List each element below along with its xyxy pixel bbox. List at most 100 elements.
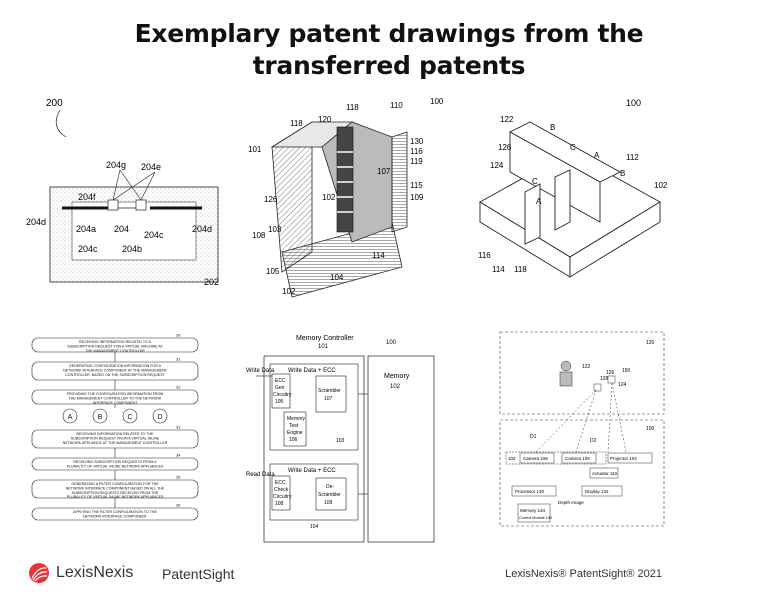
flow-connector-circle — [62, 408, 78, 424]
fig2-label: 120 — [318, 115, 332, 124]
fig1-label: 204c — [78, 244, 98, 254]
fig2-label: 126 — [264, 195, 278, 204]
fig5-write-data: Write Data — [246, 368, 275, 374]
fig3-label: 114 — [492, 265, 505, 274]
fig2-label: 110 — [390, 101, 403, 110]
page-title-line-2: transferred patents — [252, 51, 526, 80]
fig3-label: C — [532, 177, 538, 186]
fig3-label: 126 — [498, 143, 512, 152]
flow-step-text: NETWORK APPLIANCE AT THE MANAGEMENT CONT… — [63, 441, 168, 445]
flow-step-text: GENERATING CONFIGURATION INFORMATION FOR… — [69, 364, 162, 368]
flow-step-text: SUBSCRIPTION REQUEST FROM A VIRTUAL INLI… — [71, 436, 160, 440]
fig2-label: 130 — [410, 137, 424, 146]
page-title: Exemplary patent drawings from the trans… — [0, 18, 778, 82]
fig6-ref150: 150 — [622, 368, 631, 374]
flow-step-text: THE MANAGEMENT CONTROLLER TO THE NETWORK — [69, 396, 162, 400]
fig1-label: 204d — [192, 224, 212, 234]
fig1-label: 204d — [26, 217, 46, 227]
flow-step-number: 33 — [176, 425, 181, 430]
fig6-ref102: 102 — [508, 456, 516, 461]
fig5-read-ecc: Write Data + ECC — [288, 468, 336, 474]
fig3-label: 124 — [490, 161, 504, 170]
fig6-ref100: 100 — [646, 426, 655, 432]
fig3-label: A — [536, 197, 542, 206]
fig5-ecc-check: 108 — [275, 501, 284, 507]
fig5-descrambler: De- — [326, 484, 334, 490]
flow-step-text: NETWORK INTERFACE COMPONENT BASED ON ALL… — [66, 486, 165, 490]
fig6-memory: Memory 134 — [520, 508, 546, 513]
flow-step-text: CONTROLLER, BASED ON THE SUBSCRIPTION RE… — [65, 373, 165, 377]
fig2-label: 118 — [346, 103, 359, 112]
fig5-ecc-gen: ECC — [275, 378, 286, 384]
fig1-label: 204g — [106, 160, 126, 170]
fig2-label: 102 — [282, 287, 296, 296]
fig5-ecc-gen: 105 — [275, 399, 284, 405]
patent-figure-5-memory-controller: Memory Controller 101 100 Memory 102 Wri… — [246, 335, 435, 543]
fig3-label: 118 — [514, 265, 527, 274]
fig6-depth: Depth Image — [558, 500, 584, 505]
fig5-mem-test: Test — [289, 423, 299, 429]
fig3-label: B — [620, 169, 625, 178]
fig2-ref: 100 — [430, 97, 444, 106]
patent-figure-1: 200 204g 204e 204f 204d 204a 204 204c 20… — [26, 98, 219, 287]
fig5-memory: Memory — [384, 373, 410, 380]
flow-step-text: INTERFACE COMPONENT — [93, 401, 138, 405]
flow-step-text: SUBSCRIPTION REQUEST FOR A VIRTUAL MACHI… — [67, 344, 163, 348]
flow-step-text: RECEIVING SUBSCRIPTION REQUESTS FROM A — [73, 460, 157, 464]
fig5-write-ecc: Write Data + ECC — [288, 368, 336, 374]
lexisnexis-logo-text: LexisNexis — [56, 564, 134, 581]
flow-step-text: SUBSCRIPTION REQUESTS RECEIVED FROM THE — [72, 491, 159, 495]
fig2-label: 105 — [266, 267, 280, 276]
patent-figure-2: 100 118 110 118 120 130 101 116 119 107 … — [248, 97, 444, 298]
flow-connector-circle — [122, 408, 138, 424]
fig2-label: 108 — [252, 231, 266, 240]
flow-step-text: PLURALITY OF VIRTUAL INLINE NETWORK APPL… — [67, 464, 164, 468]
fig1-label: 204e — [141, 162, 161, 172]
flow-connector-label: B — [98, 414, 103, 421]
flow-step-box — [31, 507, 199, 521]
fig5-mem-test: 106 — [289, 437, 298, 443]
fig6-ref128: 128 — [600, 376, 609, 382]
fig1-label: 204a — [76, 224, 96, 234]
fig1-ref: 200 — [46, 98, 63, 109]
fig6-ref126: 126 — [606, 370, 615, 376]
fig3-label: 116 — [478, 251, 491, 260]
fig5-read-data: Read Data — [246, 472, 275, 478]
flow-step-text: GENERATING A FILTER CONFIGURATION FOR TH… — [71, 482, 159, 486]
fig5-controller-ref: 101 — [318, 344, 329, 350]
fig5-controller-title: Memory Controller — [296, 335, 354, 342]
flow-step-number: 32 — [176, 385, 181, 390]
fig1-label: 204c — [144, 230, 164, 240]
fig3-ref: 100 — [626, 98, 641, 108]
fig1-label: 204f — [78, 192, 96, 202]
flow-connector-circle — [152, 408, 168, 424]
fig2-label: 119 — [410, 157, 423, 166]
fig6-ref122: 122 — [582, 364, 591, 370]
fig5-ref: 100 — [386, 340, 397, 346]
fig5-descrambler: Scrambler — [318, 492, 341, 498]
fig2-label: 115 — [410, 181, 423, 190]
fig5-scrambler: Scrambler — [318, 388, 341, 394]
fig5-memory-ref: 102 — [390, 384, 401, 390]
lexisnexis-logo-icon — [29, 563, 49, 583]
fig6-ref124: 124 — [618, 382, 627, 388]
fig5-mem-test: Memory — [287, 416, 306, 422]
fig2-label: 101 — [248, 145, 262, 154]
fig2-label: 114 — [372, 251, 385, 260]
fig5-ref103: 103 — [336, 438, 345, 444]
fig5-descrambler: 109 — [324, 500, 333, 506]
fig5-ref104: 104 — [310, 524, 319, 530]
page-title-line-1: Exemplary patent drawings from the — [134, 19, 644, 48]
fig6-d2: D2 — [590, 438, 597, 444]
flow-step-number: 31 — [176, 357, 181, 362]
flow-step-text: PLURALITY OF VIRTUAL INLINE NETWORK APPL… — [67, 495, 164, 499]
fig3-label: 102 — [654, 181, 668, 190]
fig5-mem-test: Engine — [287, 430, 303, 436]
fig6-ref120: 120 — [646, 340, 655, 346]
flow-step-number: 35 — [176, 475, 181, 480]
fig1-label: 204 — [114, 224, 129, 234]
fig2-label: 103 — [268, 225, 282, 234]
fig3-label: B — [550, 123, 555, 132]
fig5-ecc-gen: Circuitry — [273, 392, 292, 398]
fig5-ecc-check: Check — [274, 487, 289, 493]
